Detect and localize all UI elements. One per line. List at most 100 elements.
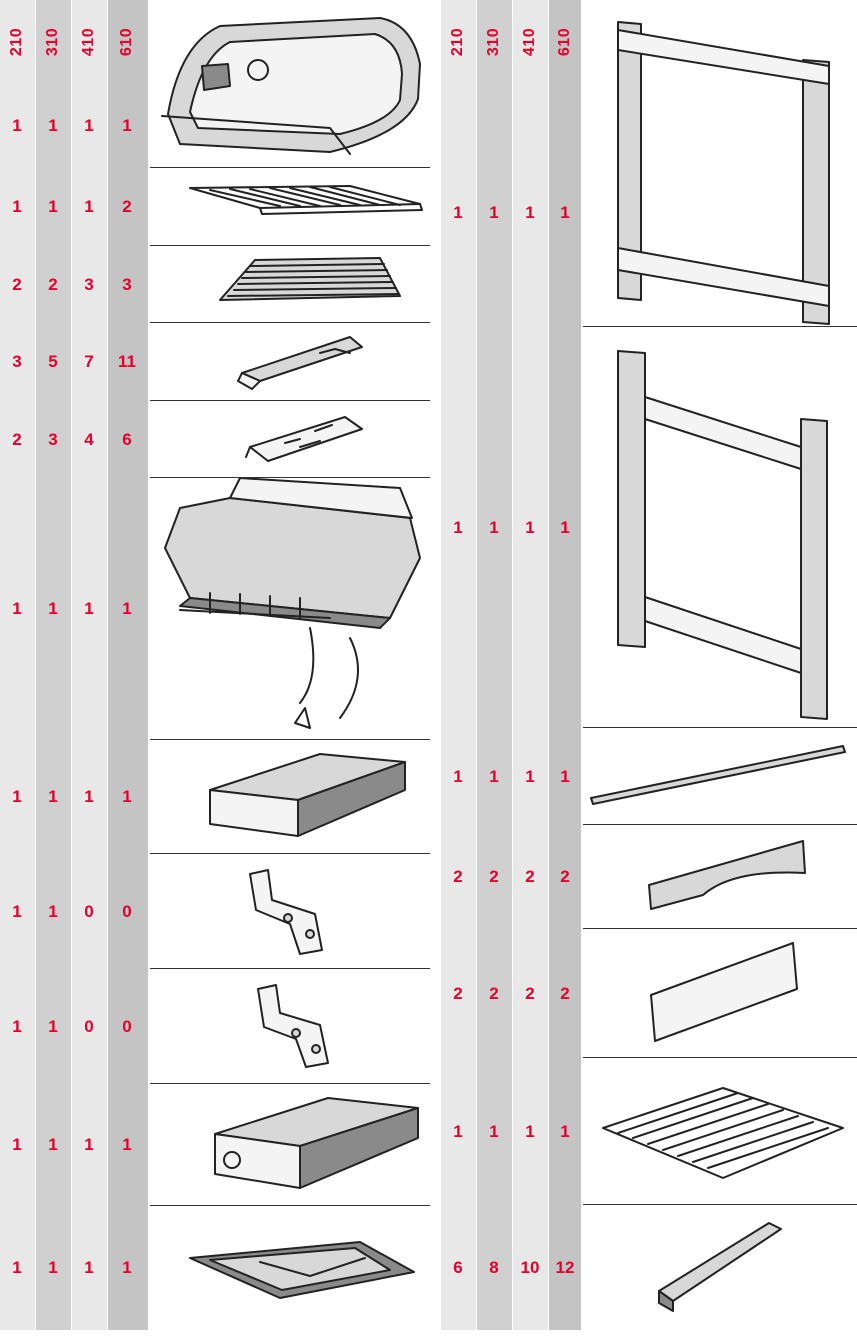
quantity: 11 (118, 352, 136, 371)
part-row: 1 1 1 1 (0, 17, 430, 168)
model-label: 410 (80, 27, 97, 57)
quantity: 1 (84, 1258, 94, 1277)
control-panel-table-icon (150, 1084, 430, 1205)
quantity: 1 (489, 766, 499, 786)
quantity: 0 (84, 901, 94, 921)
warming-rack-icon (150, 168, 430, 245)
flavorizer-bar-icon (150, 323, 430, 400)
quantity: 1 (122, 787, 132, 806)
part-row: 1 1 1 1 (0, 740, 430, 854)
quantity: 1 (48, 116, 58, 135)
quantity: 1 (12, 1016, 22, 1036)
quantity: 2 (12, 274, 22, 294)
quantity: 2 (12, 429, 22, 449)
quantity: 1 (12, 197, 22, 216)
quantity: 1 (48, 787, 58, 806)
quantity: 1 (453, 1121, 463, 1141)
quantity: 4 (84, 429, 94, 449)
right-bracket-icon (150, 854, 430, 968)
column-310-band (36, 0, 71, 1330)
cookbox-burner-assembly-icon (150, 478, 430, 739)
quantity: 10 (520, 1257, 540, 1277)
part-row: 1 1 1 1 (441, 728, 857, 825)
part-row: 1 1 1 1 (0, 1084, 430, 1206)
quantity: 1 (489, 1121, 499, 1141)
quantity: 2 (48, 274, 58, 294)
quantity: 2 (489, 983, 499, 1003)
quantity: 5 (48, 352, 58, 371)
bottom-shelf-rack-icon (583, 1058, 857, 1204)
quantity: 2 (453, 983, 463, 1003)
quantity: 3 (122, 274, 132, 294)
part-row: 3 5 7 11 (0, 323, 430, 401)
quantity: 1 (48, 197, 58, 216)
quantity: 7 (84, 352, 94, 371)
quantity: 8 (489, 1257, 499, 1277)
grill-lid-icon (150, 4, 430, 164)
rear-frame-icon (583, 0, 857, 326)
quantity: 1 (560, 766, 570, 786)
quantity: 0 (84, 1016, 94, 1036)
quantity: 1 (12, 1258, 22, 1277)
part-row: 2 2 2 2 (441, 929, 857, 1058)
quantity: 2 (122, 197, 132, 216)
model-label: 610 (118, 27, 135, 57)
quantity: 2 (560, 983, 570, 1003)
quantity: 3 (12, 352, 22, 371)
quantity: 1 (84, 599, 94, 618)
quantity: 1 (48, 1258, 58, 1277)
model-label: 210 (8, 27, 25, 57)
part-row: 1 1 0 0 (0, 969, 430, 1084)
quantity: 2 (525, 983, 535, 1003)
quantity: 1 (525, 766, 535, 786)
quantity: 2 (525, 867, 535, 886)
quantity: 6 (453, 1257, 463, 1277)
quantity: 1 (525, 517, 535, 537)
front-frame-icon (583, 327, 857, 727)
column-210-band (441, 0, 476, 1330)
side-table-icon (150, 740, 430, 853)
quantity: 1 (453, 203, 463, 222)
heat-deflector-icon (150, 401, 430, 477)
column-310-band (477, 0, 512, 1330)
side-rail-icon (583, 825, 857, 928)
quantity: 0 (122, 901, 132, 921)
quantity: 1 (48, 901, 58, 921)
quantity: 1 (84, 116, 94, 135)
quantity: 1 (12, 787, 22, 806)
column-210-band (0, 0, 35, 1330)
quantity: 1 (525, 203, 535, 222)
quantity: 0 (122, 1016, 132, 1036)
quantity: 1 (84, 1135, 94, 1154)
quantity: 1 (122, 1258, 132, 1277)
part-row: 1 1 1 1 (441, 327, 857, 728)
quantity: 1 (12, 1135, 22, 1154)
quantity: 1 (122, 1135, 132, 1154)
right-parts-table: 210 310 410 610 1 1 1 1 1 1 1 (441, 0, 857, 1330)
grease-tray-icon (150, 1206, 430, 1329)
quantity: 1 (12, 116, 22, 135)
column-610-band (549, 0, 581, 1330)
leg-foot-icon (583, 1205, 857, 1329)
model-label: 310 (44, 27, 61, 57)
quantity: 1 (525, 1121, 535, 1141)
part-row: 1 1 0 0 (0, 854, 430, 969)
quantity: 1 (560, 517, 570, 537)
quantity: 1 (560, 1121, 570, 1141)
quantity: 2 (489, 867, 499, 886)
part-row: 1 1 1 1 (441, 0, 857, 327)
column-610-band (108, 0, 148, 1330)
quantity: 1 (84, 787, 94, 806)
quantity: 1 (12, 901, 22, 921)
quantity: 3 (48, 429, 58, 449)
left-bracket-icon (150, 969, 430, 1083)
quantity: 12 (555, 1257, 575, 1277)
part-row: 2 2 2 2 (441, 825, 857, 929)
quantity: 1 (453, 766, 463, 786)
quantity: 3 (84, 274, 94, 294)
quantity: 1 (453, 517, 463, 537)
quantity: 1 (122, 116, 132, 135)
quantity: 2 (560, 867, 570, 886)
column-410-band (72, 0, 107, 1330)
quantity: 1 (48, 1135, 58, 1154)
